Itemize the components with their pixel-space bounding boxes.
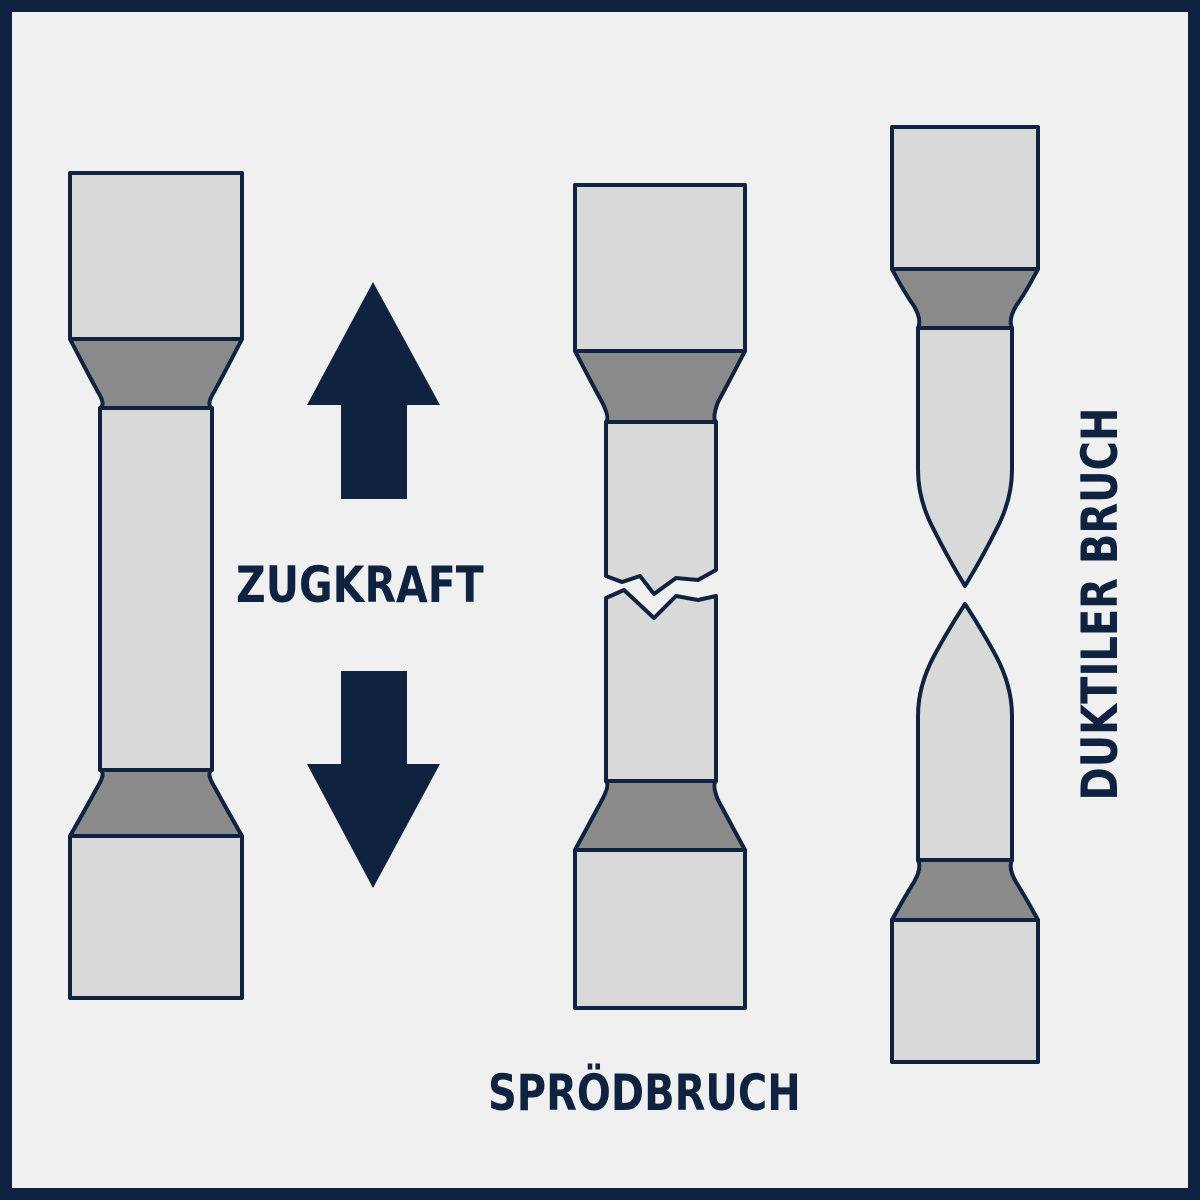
ductile-fracture-label: DUKTILER BRUCH — [1071, 407, 1129, 801]
specimen-brittle-gauge-upper — [604, 420, 718, 596]
specimen-brittle-top-grip — [573, 183, 747, 353]
arrow-up-icon — [307, 282, 440, 499]
specimen-intact-top-taper — [68, 337, 244, 410]
specimen-ductile-top-grip — [890, 125, 1040, 271]
specimen-ductile — [890, 125, 1040, 1064]
specimen-brittle-gauge-lower — [604, 588, 718, 783]
specimen-ductile-upper-neck — [916, 326, 1014, 588]
specimen-intact — [68, 171, 244, 1000]
specimen-brittle-top-taper — [573, 349, 747, 424]
specimen-brittle-bottom-taper — [573, 779, 747, 852]
arrow-down-icon — [307, 671, 440, 888]
specimen-brittle — [573, 183, 747, 1010]
specimen-ductile-top-taper — [890, 267, 1040, 330]
specimen-ductile-bottom-taper — [890, 858, 1040, 922]
brittle-fracture-label: SPRÖDBRUCH — [488, 1064, 801, 1122]
tensile-force-label: ZUGKRAFT — [236, 556, 484, 614]
specimen-intact-bottom-taper — [68, 768, 244, 838]
specimen-ductile-lower-neck — [916, 602, 1014, 862]
specimen-intact-top-grip — [68, 171, 244, 341]
specimen-intact-bottom-grip — [68, 834, 244, 1000]
specimen-intact-gauge — [98, 406, 214, 772]
specimen-brittle-bottom-grip — [573, 848, 747, 1010]
specimen-ductile-bottom-grip — [890, 918, 1040, 1064]
